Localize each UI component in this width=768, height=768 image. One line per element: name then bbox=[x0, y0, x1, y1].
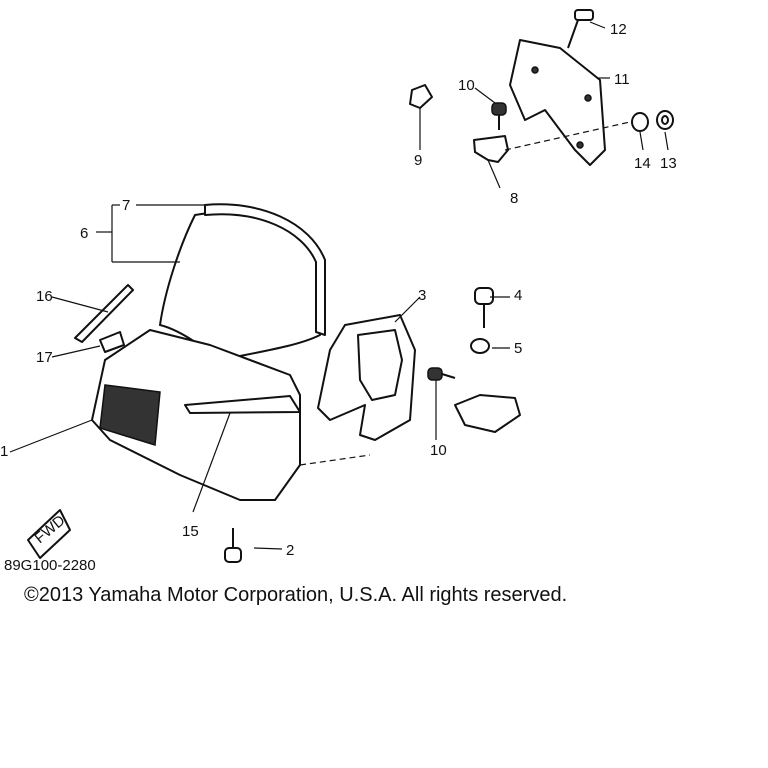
cowling-part-1 bbox=[91, 329, 301, 501]
callout-15: 15 bbox=[182, 523, 199, 540]
windshield-assembly bbox=[159, 203, 326, 361]
leader-lines bbox=[9, 21, 669, 550]
callout-1: 1 bbox=[0, 443, 8, 460]
drawing-code: 89G100-2280 bbox=[4, 557, 96, 574]
callout-14: 14 bbox=[634, 155, 651, 172]
callout-5: 5 bbox=[514, 340, 522, 357]
small-parts bbox=[27, 284, 521, 563]
callout-4: 4 bbox=[514, 287, 522, 304]
callout-8: 8 bbox=[510, 190, 518, 207]
stay-part-3 bbox=[317, 314, 416, 441]
callout-2: 2 bbox=[286, 542, 294, 559]
callout-12: 12 bbox=[610, 21, 627, 38]
callout-10-upper: 10 bbox=[458, 77, 475, 94]
callout-6: 6 bbox=[80, 225, 88, 242]
callout-7: 7 bbox=[122, 197, 130, 214]
callout-16: 16 bbox=[36, 288, 53, 305]
callout-13: 13 bbox=[660, 155, 677, 172]
copyright-notice: ©2013 Yamaha Motor Corporation, U.S.A. A… bbox=[24, 584, 568, 606]
callout-10-lower: 10 bbox=[430, 442, 447, 459]
callout-11: 11 bbox=[614, 71, 630, 88]
callout-3: 3 bbox=[418, 287, 426, 304]
parts-diagram: 1 2 3 4 5 6 7 8 9 10 10 11 12 13 14 15 1… bbox=[0, 9, 677, 574]
callout-9: 9 bbox=[414, 152, 422, 169]
upper-bracket-assembly bbox=[409, 9, 674, 166]
callout-17: 17 bbox=[36, 349, 53, 366]
